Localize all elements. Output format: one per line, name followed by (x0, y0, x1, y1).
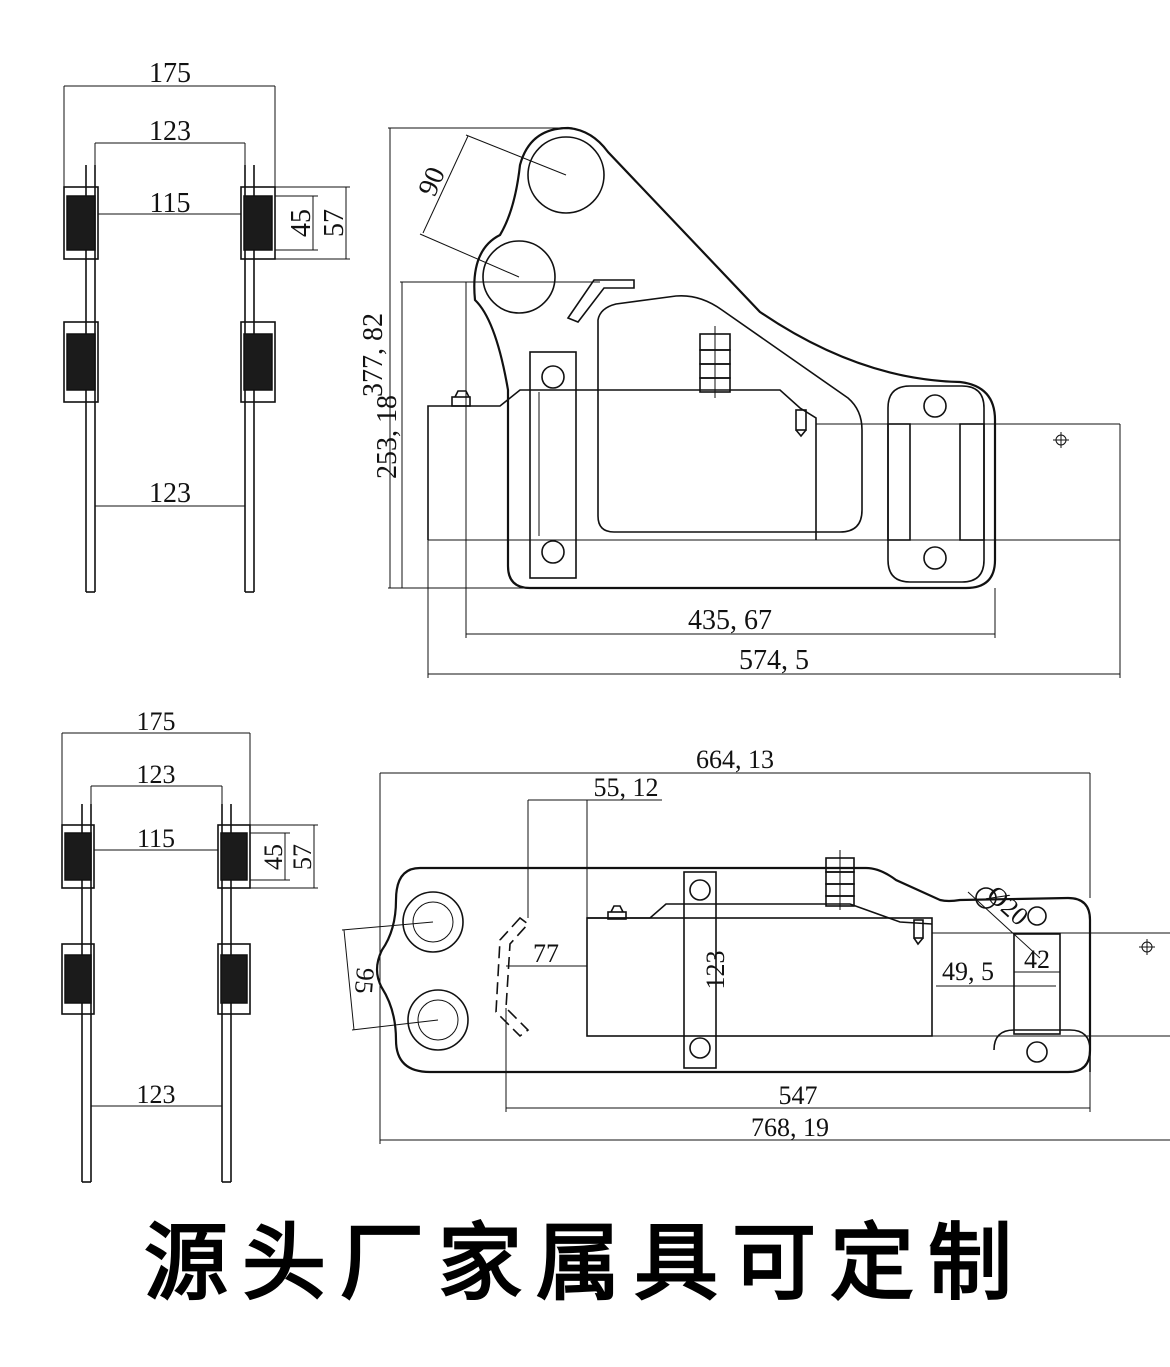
bottom-side-view: 175 123 115 45 57 123 (61, 707, 318, 1183)
dim-length-overall: 574, 5 (739, 645, 809, 676)
dim-hole: Ø20 (981, 880, 1034, 932)
dim-offset: 55, 12 (594, 773, 659, 802)
dim-front-offset: 77 (533, 939, 559, 968)
dim-rod-spacing: 123 (149, 478, 191, 509)
dim-pin-spacing: 95 (349, 967, 380, 995)
dim-rod-spacing: 123 (137, 1080, 176, 1109)
dim-pin-spacing: 90 (412, 163, 451, 201)
top-side-view: 175 123 115 45 57 123 (63, 58, 350, 593)
dim-length-inner: 547 (779, 1081, 818, 1110)
dim-inner-width: 123 (137, 760, 176, 789)
caption-title: 源头厂家属具可定制 (143, 1214, 1026, 1312)
dim-overall-width: 175 (137, 707, 176, 736)
top-front-view: 90 (358, 126, 1121, 678)
dim-overall-width: 175 (149, 58, 191, 89)
dim-rear-width: 42 (1024, 945, 1050, 974)
dim-inner-width: 123 (149, 116, 191, 147)
dim-length-inner: 435, 67 (688, 605, 772, 636)
dim-top-length: 664, 13 (696, 745, 774, 774)
dim-height-overall: 377, 82 (358, 313, 389, 397)
technical-drawing: 175 123 115 45 57 123 90 (61, 58, 1170, 1183)
dim-block-height: 45 (259, 844, 288, 870)
dim-block-overall: 57 (319, 209, 350, 237)
dim-gap: 115 (150, 188, 191, 219)
dim-body-height: 123 (701, 951, 730, 990)
dim-rear-offset: 49, 5 (942, 957, 994, 986)
dim-gap: 115 (137, 824, 175, 853)
dim-length-overall: 768, 19 (751, 1113, 829, 1142)
bottom-front-view: 95 Ø20 (341, 745, 1170, 1144)
dim-block-height: 45 (286, 209, 317, 237)
dim-height-inner: 253, 18 (372, 395, 403, 479)
dim-block-overall: 57 (288, 844, 317, 870)
